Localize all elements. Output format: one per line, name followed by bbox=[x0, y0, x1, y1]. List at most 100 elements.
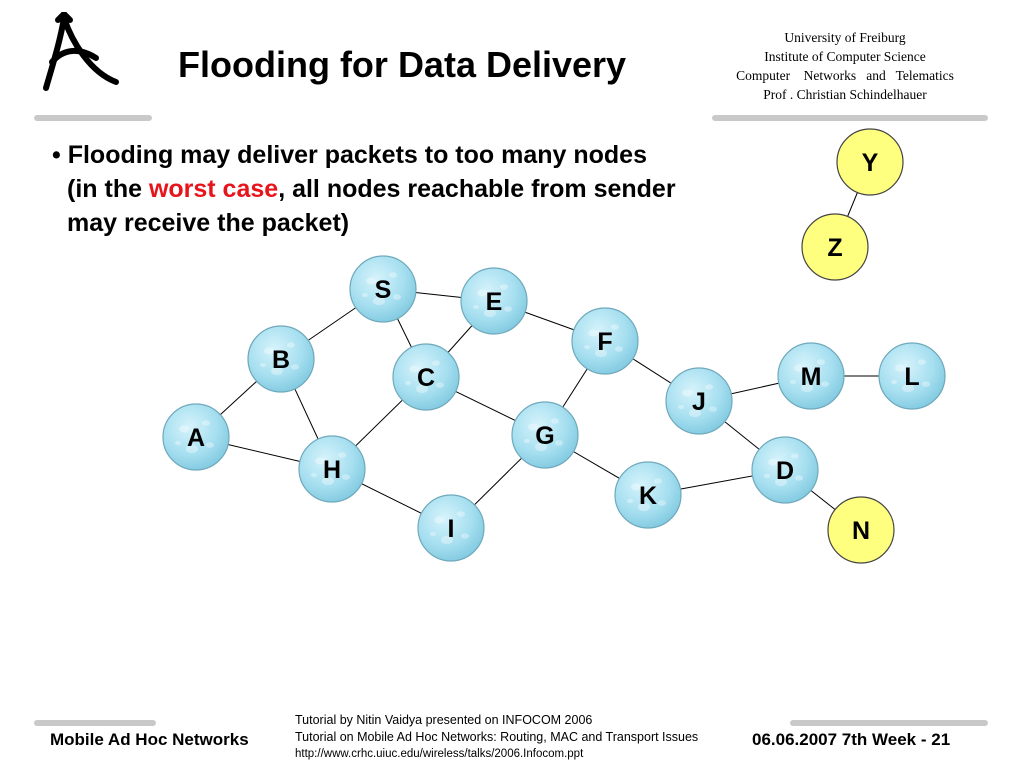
institution-line: Prof . Christian Schindelhauer bbox=[763, 87, 927, 102]
node-label: G bbox=[535, 422, 554, 450]
node-texture bbox=[405, 380, 411, 386]
node-texture bbox=[902, 383, 914, 393]
university-logo-icon bbox=[43, 12, 119, 91]
node-texture bbox=[271, 366, 283, 376]
node-label: J bbox=[692, 388, 706, 416]
institution-line: University of Freiburg bbox=[784, 30, 906, 45]
node-texture bbox=[588, 329, 598, 337]
node-texture bbox=[291, 364, 299, 370]
node-label: H bbox=[323, 456, 341, 484]
node-texture bbox=[584, 344, 590, 350]
node-texture bbox=[615, 346, 623, 352]
node-texture bbox=[595, 348, 607, 358]
footer-reference-line: Tutorial by Nitin Vaidya presented on IN… bbox=[295, 713, 593, 727]
node-texture bbox=[260, 362, 266, 368]
header-rule-left bbox=[34, 115, 152, 121]
node-circle bbox=[298, 435, 366, 503]
node-circle bbox=[751, 436, 819, 504]
node-texture bbox=[457, 511, 465, 517]
node-texture bbox=[202, 420, 210, 426]
node-texture bbox=[895, 364, 905, 372]
node-texture bbox=[631, 483, 641, 491]
node-texture bbox=[627, 498, 633, 504]
node-texture bbox=[477, 289, 487, 297]
node-circle bbox=[417, 494, 485, 562]
node-D: D bbox=[751, 436, 819, 504]
node-texture bbox=[416, 384, 428, 394]
node-label: A bbox=[187, 424, 205, 452]
bullet-point: • Flooding may deliver packets to too ma… bbox=[52, 138, 676, 240]
node-circle bbox=[460, 267, 528, 335]
node-texture bbox=[461, 533, 469, 539]
node-texture bbox=[709, 406, 717, 412]
node-circle bbox=[511, 401, 579, 469]
node-texture bbox=[484, 308, 496, 318]
node-texture bbox=[891, 379, 897, 385]
node-texture bbox=[794, 364, 804, 372]
node-M: M bbox=[777, 342, 845, 410]
node-texture bbox=[436, 382, 444, 388]
footer-reference-line: Tutorial on Mobile Ad Hoc Networks: Rout… bbox=[295, 730, 699, 744]
node-texture bbox=[287, 342, 295, 348]
node-texture bbox=[638, 502, 650, 512]
node-E: E bbox=[460, 267, 528, 335]
node-label: D bbox=[776, 457, 794, 485]
node-texture bbox=[434, 516, 444, 524]
footer-date-page: 06.06.2007 7th Week - 21 bbox=[752, 730, 951, 749]
node-circle bbox=[777, 342, 845, 410]
node-J: J bbox=[665, 367, 733, 435]
node-A: A bbox=[162, 403, 230, 471]
node-circle bbox=[836, 128, 904, 196]
node-texture bbox=[535, 442, 547, 452]
node-texture bbox=[551, 418, 559, 424]
node-texture bbox=[791, 453, 799, 459]
node-texture bbox=[473, 304, 479, 310]
node-circle bbox=[247, 325, 315, 393]
node-circle bbox=[392, 343, 460, 411]
node-texture bbox=[922, 381, 930, 387]
institution-line: Institute of Computer Science bbox=[764, 49, 926, 64]
node-label: K bbox=[639, 482, 657, 510]
bullet-text: , all nodes reachable from sender bbox=[278, 175, 676, 203]
node-texture bbox=[528, 423, 538, 431]
node-label: Z bbox=[827, 234, 842, 262]
node-texture bbox=[432, 360, 440, 366]
bullet-line-1: • Flooding may deliver packets to too ma… bbox=[52, 141, 647, 169]
node-texture bbox=[654, 478, 662, 484]
node-Y: Y bbox=[836, 128, 904, 196]
bullet-line-3: may receive the packet) bbox=[67, 209, 350, 237]
node-texture bbox=[795, 475, 803, 481]
node-texture bbox=[768, 458, 778, 466]
node-G: G bbox=[511, 401, 579, 469]
node-texture bbox=[918, 359, 926, 365]
node-texture bbox=[315, 457, 325, 465]
node-texture bbox=[393, 294, 401, 300]
node-circle bbox=[878, 342, 946, 410]
node-circle bbox=[665, 367, 733, 435]
node-texture bbox=[658, 500, 666, 506]
node-texture bbox=[790, 379, 796, 385]
node-texture bbox=[366, 277, 376, 285]
node-texture bbox=[338, 452, 346, 458]
node-label: Y bbox=[862, 149, 879, 177]
node-label: F bbox=[597, 328, 612, 356]
node-I: I bbox=[417, 494, 485, 562]
node-circle bbox=[614, 461, 682, 529]
node-texture bbox=[801, 383, 813, 393]
bullet-text: Flooding may deliver packets to too many… bbox=[67, 141, 647, 169]
bullet-text: (in the bbox=[67, 175, 149, 203]
node-circle bbox=[571, 307, 639, 375]
node-texture bbox=[500, 284, 508, 290]
node-texture bbox=[817, 359, 825, 365]
node-label: E bbox=[486, 288, 503, 316]
node-texture bbox=[186, 444, 198, 454]
node-circle bbox=[349, 255, 417, 323]
node-H: H bbox=[298, 435, 366, 503]
node-texture bbox=[678, 404, 684, 410]
node-texture bbox=[175, 440, 181, 446]
node-Z: Z bbox=[801, 213, 869, 281]
node-texture bbox=[409, 365, 419, 373]
node-texture bbox=[441, 535, 453, 545]
institution-line: Computer Networks and Telematics bbox=[736, 68, 954, 83]
node-circle bbox=[801, 213, 869, 281]
